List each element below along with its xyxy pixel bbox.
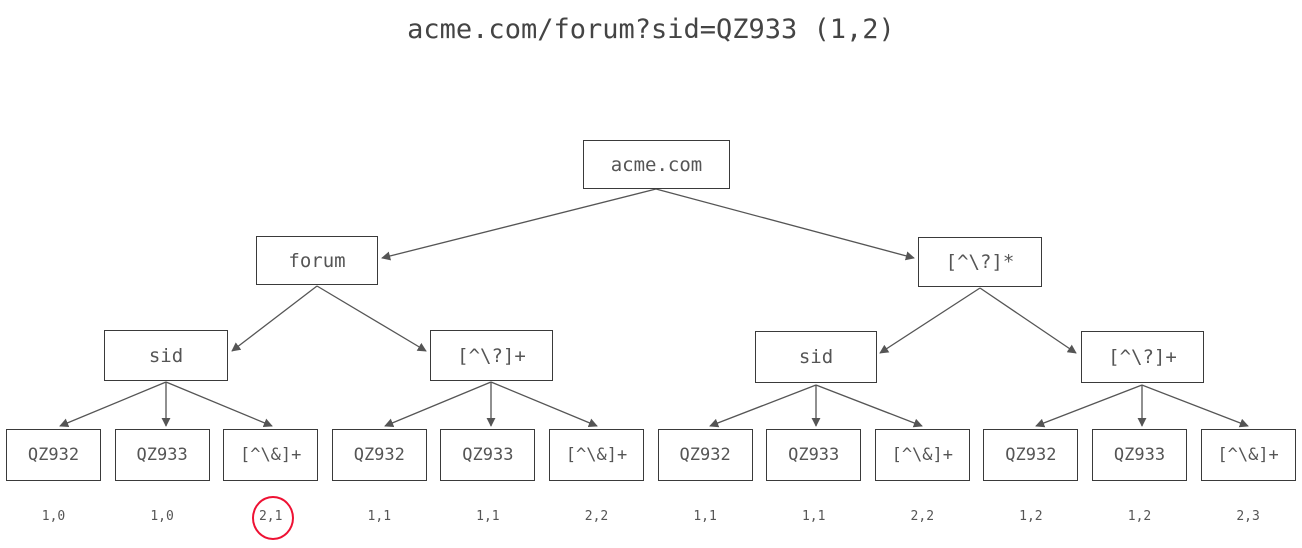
highlight-ring — [251, 496, 294, 540]
leaf-annotation: 2,1 — [258, 509, 283, 524]
node-sid-right[interactable]: sid — [755, 331, 877, 383]
leaf-node[interactable]: [^\&]+ — [1200, 429, 1296, 481]
edge-forum-sid — [231, 285, 318, 352]
leaf-node[interactable]: QZ932 — [657, 429, 753, 481]
leaf-annotation: 1,0 — [150, 509, 174, 524]
leaf-annotation: 1,1 — [367, 509, 392, 524]
leaf-node[interactable]: QZ932 — [6, 429, 101, 481]
leaf-node[interactable]: [^\&]+ — [549, 429, 644, 481]
edge-any1-leaf5 — [490, 381, 598, 428]
leaf-node[interactable]: QZ932 — [983, 429, 1079, 481]
leaf-annotation: 2,2 — [910, 509, 935, 524]
node-root[interactable]: acme.com — [583, 140, 730, 189]
edge-root-forum — [381, 188, 657, 261]
edge-any-sid — [879, 287, 981, 354]
leaf-node[interactable]: [^\&]+ — [874, 429, 970, 481]
leaf-annotation: 2,2 — [584, 509, 609, 524]
edge-sid2-leaf6 — [709, 384, 817, 428]
leaf-node[interactable]: QZ933 — [114, 429, 210, 481]
leaf-annotation: 1,1 — [476, 509, 500, 524]
leaf-node[interactable]: [^\&]+ — [223, 429, 319, 481]
page-title: acme.com/forum?sid=QZ933 (1,2) — [407, 14, 895, 45]
leaf-annotation: 2,3 — [1236, 509, 1260, 524]
leaf-annotation: 1,0 — [41, 509, 66, 524]
leaf-annotation: 1,1 — [693, 509, 717, 524]
edge-sid1-leaf0 — [59, 381, 167, 428]
node-any-plus-left[interactable]: [^\?]+ — [430, 330, 553, 381]
leaf-node[interactable]: QZ933 — [440, 429, 536, 481]
leaf-annotation: 1,1 — [801, 509, 826, 524]
leaf-annotation: 1,2 — [1127, 509, 1152, 524]
leaf-node[interactable]: QZ932 — [331, 429, 427, 481]
edge-forum-any — [316, 285, 427, 352]
node-sid-left[interactable]: sid — [104, 330, 228, 381]
edge-sid2-leaf8 — [815, 384, 923, 428]
edge-any1-leaf3 — [384, 381, 492, 428]
edge-any2-leaf9 — [1035, 384, 1143, 428]
node-forum[interactable]: forum — [256, 236, 378, 285]
node-any-plus-right[interactable]: [^\?]+ — [1081, 331, 1204, 383]
leaf-node[interactable]: QZ933 — [766, 429, 862, 481]
leaf-node[interactable]: QZ933 — [1092, 429, 1187, 481]
edge-any2-leaf11 — [1141, 384, 1249, 428]
edge-root-any — [655, 188, 915, 261]
edge-any-any — [979, 287, 1077, 354]
leaf-annotation: 1,2 — [1019, 509, 1043, 524]
edge-sid1-leaf2 — [165, 381, 273, 428]
node-any-star[interactable]: [^\?]* — [918, 237, 1042, 287]
